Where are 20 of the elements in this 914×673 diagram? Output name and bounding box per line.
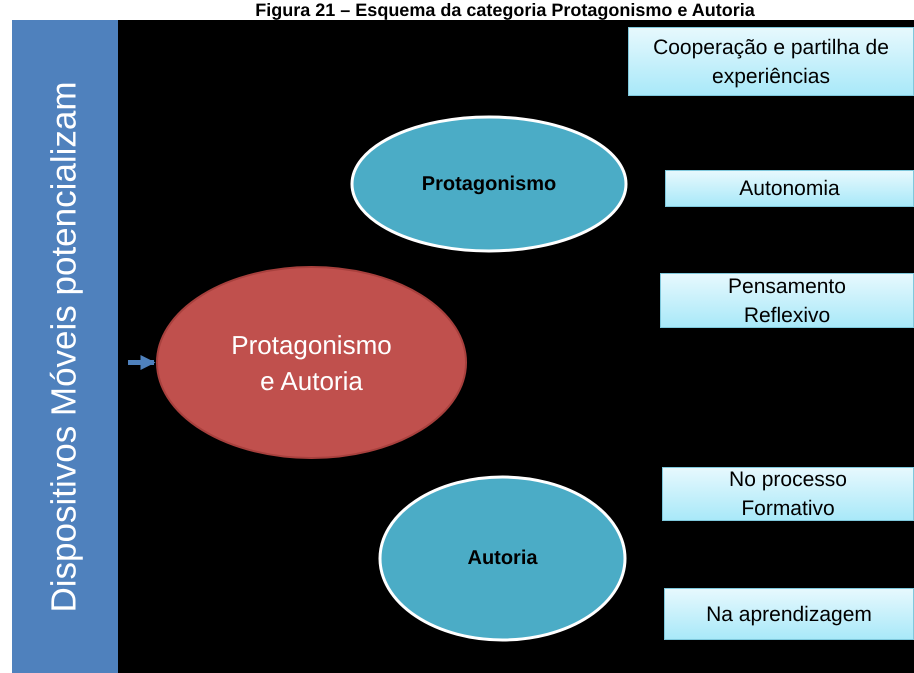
- vertical-heading: Dispositivos Móveis potencializam: [45, 80, 85, 612]
- box-label: Pensamento Reflexivo: [727, 274, 847, 328]
- box-label: No processo Formativo: [728, 467, 848, 522]
- ellipse-label: Autoria: [468, 547, 538, 570]
- arrow: [128, 355, 156, 370]
- ellipse: [155, 265, 468, 460]
- vertical-banner: [12, 20, 118, 673]
- text-box: [660, 273, 914, 328]
- diagram-title: Figura 21 – Esquema da categoria Protagonismo e Autoria: [254, 0, 756, 20]
- box-label: Cooperação e partilha de experiências: [652, 34, 890, 90]
- ellipse-label: Protagonismo e Autoria: [230, 328, 393, 398]
- text-box: [662, 467, 914, 521]
- text-box: [664, 588, 914, 640]
- box-label: Autonomia: [738, 176, 841, 202]
- ellipse: [350, 115, 628, 253]
- ellipse: [378, 475, 627, 642]
- text-box: [628, 27, 914, 96]
- text-box: [665, 170, 914, 207]
- box-label: Na aprendizagem: [705, 602, 873, 628]
- ellipse-label: Protagonismo: [422, 172, 556, 196]
